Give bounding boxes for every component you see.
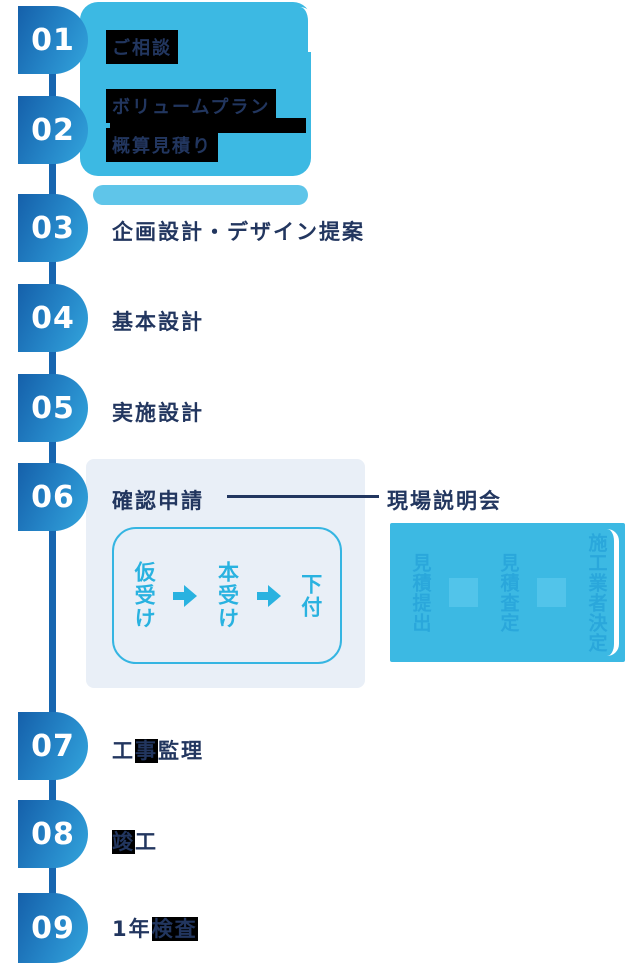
step-07-label: 工事監理: [112, 739, 204, 763]
step-08-label: 竣工: [112, 830, 158, 854]
site-meeting-title: 現場説明会: [387, 489, 502, 513]
white-border-fragment-top: [295, 7, 314, 52]
step-number: 07: [31, 728, 75, 764]
approval-subflow-box: 仮受け 本受け 下付: [112, 527, 342, 664]
step-06-label: 確認申請: [112, 489, 204, 513]
card-under-edge: [93, 185, 308, 205]
step-number: 08: [31, 816, 75, 852]
site-item-estimate-submission: 見積提出: [409, 552, 432, 633]
site-item-contractor-decision: 施工業者決定: [585, 532, 608, 653]
step-number: 04: [31, 300, 75, 336]
subflow-item-issuance: 下付: [298, 572, 323, 619]
step-number: 03: [31, 210, 75, 246]
step-badge-03: 03: [18, 194, 88, 262]
step-badge-06: 06: [18, 463, 88, 531]
subflow-item-temporary-acceptance: 仮受け: [132, 561, 157, 630]
step-02-label-line1: ボリュームプラン: [106, 89, 277, 123]
site-meeting-card: 見積提出 見積査定 施工業者決定: [390, 523, 625, 662]
step-badge-02: 02: [18, 96, 88, 164]
step-09-label: 1年検査: [112, 917, 198, 941]
step-number: 05: [31, 390, 75, 426]
step-03-label: 企画設計・デザイン提案: [112, 220, 365, 244]
arrow-placeholder-square-icon: [537, 578, 566, 607]
branch-connector-line: [227, 495, 379, 498]
white-border-fragment-right: [601, 529, 619, 656]
step-badge-08: 08: [18, 800, 88, 868]
step-number: 01: [31, 22, 75, 58]
step-number: 09: [31, 910, 75, 946]
step-05-label: 実施設計: [112, 401, 204, 425]
step-badge-09: 09: [18, 893, 88, 963]
step-badge-04: 04: [18, 284, 88, 352]
step-number: 02: [31, 112, 75, 148]
arrow-placeholder-square-icon: [449, 578, 478, 607]
arrow-right-icon: [173, 584, 198, 607]
subflow-item-main-acceptance: 本受け: [215, 561, 240, 630]
arrow-right-icon: [256, 584, 281, 607]
step-badge-07: 07: [18, 712, 88, 780]
step-number: 06: [31, 479, 75, 515]
step-badge-01: 01: [18, 6, 88, 74]
step-04-label: 基本設計: [112, 310, 204, 334]
site-item-estimate-assessment: 見積査定: [497, 552, 520, 633]
step-01-label: ご相談: [106, 30, 178, 64]
step-02-label-line2: 概算見積り: [106, 128, 218, 162]
step-badge-05: 05: [18, 374, 88, 442]
